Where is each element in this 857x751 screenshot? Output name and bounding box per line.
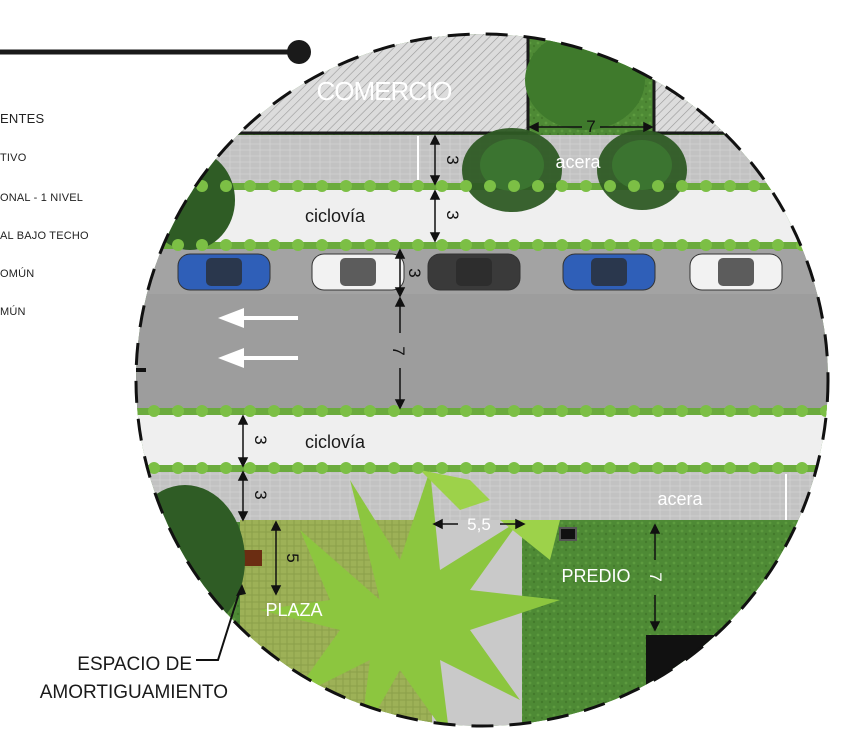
dim-predio: 7 xyxy=(646,572,665,581)
dimension-lines xyxy=(237,121,661,632)
dim-ciclovia-bottom: 3 xyxy=(251,435,270,444)
parked-car xyxy=(427,253,521,291)
predio-marker xyxy=(559,527,577,541)
espacio-label-line1: ESPACIO DE xyxy=(77,654,192,675)
parked-car xyxy=(689,253,783,291)
focus-circle xyxy=(134,32,830,728)
ciclovia-top-label: ciclovía xyxy=(305,206,366,226)
dim-acera-top: 3 xyxy=(443,155,462,164)
parked-car xyxy=(177,253,271,291)
legend-item: TIVO xyxy=(0,152,27,164)
parked-cars xyxy=(177,253,783,291)
legend-item: MÚN xyxy=(0,306,26,318)
circle-content xyxy=(136,34,828,726)
dim-parking: 3 xyxy=(405,268,424,277)
acera-bottom-label: acera xyxy=(657,489,703,509)
ciclovia-bottom xyxy=(136,415,828,467)
leader-dot xyxy=(287,40,311,64)
parked-car xyxy=(562,253,656,291)
dim-acera-bottom: 3 xyxy=(251,490,270,499)
predio-label: PREDIO xyxy=(561,566,630,586)
comercio-label: COMERCIO xyxy=(317,76,452,106)
parked-car xyxy=(311,253,405,291)
dim-plaza: 5 xyxy=(283,553,302,562)
predio-area xyxy=(522,520,828,726)
acera-top-label: acera xyxy=(555,152,601,172)
legend-item: ONAL - 1 NIVEL xyxy=(0,192,84,204)
palm-tree xyxy=(260,470,560,726)
ciclovia-bottom-label: ciclovía xyxy=(305,432,366,452)
legend-item: AL BAJO TECHO xyxy=(0,230,89,242)
dim-comercio: 7 xyxy=(586,117,595,136)
plaza-label: PLAZA xyxy=(265,600,322,620)
dim-ciclovia-top: 3 xyxy=(443,210,462,219)
legend-item: OMÚN xyxy=(0,268,35,280)
traffic-arrows xyxy=(218,308,298,368)
dim-road: 7 xyxy=(389,346,408,355)
espacio-label-line2: AMORTIGUAMIENTO xyxy=(40,682,228,703)
dim-path: 5,5 xyxy=(467,515,491,534)
legend-title: ENTES xyxy=(0,111,45,126)
predio-building xyxy=(646,635,828,726)
